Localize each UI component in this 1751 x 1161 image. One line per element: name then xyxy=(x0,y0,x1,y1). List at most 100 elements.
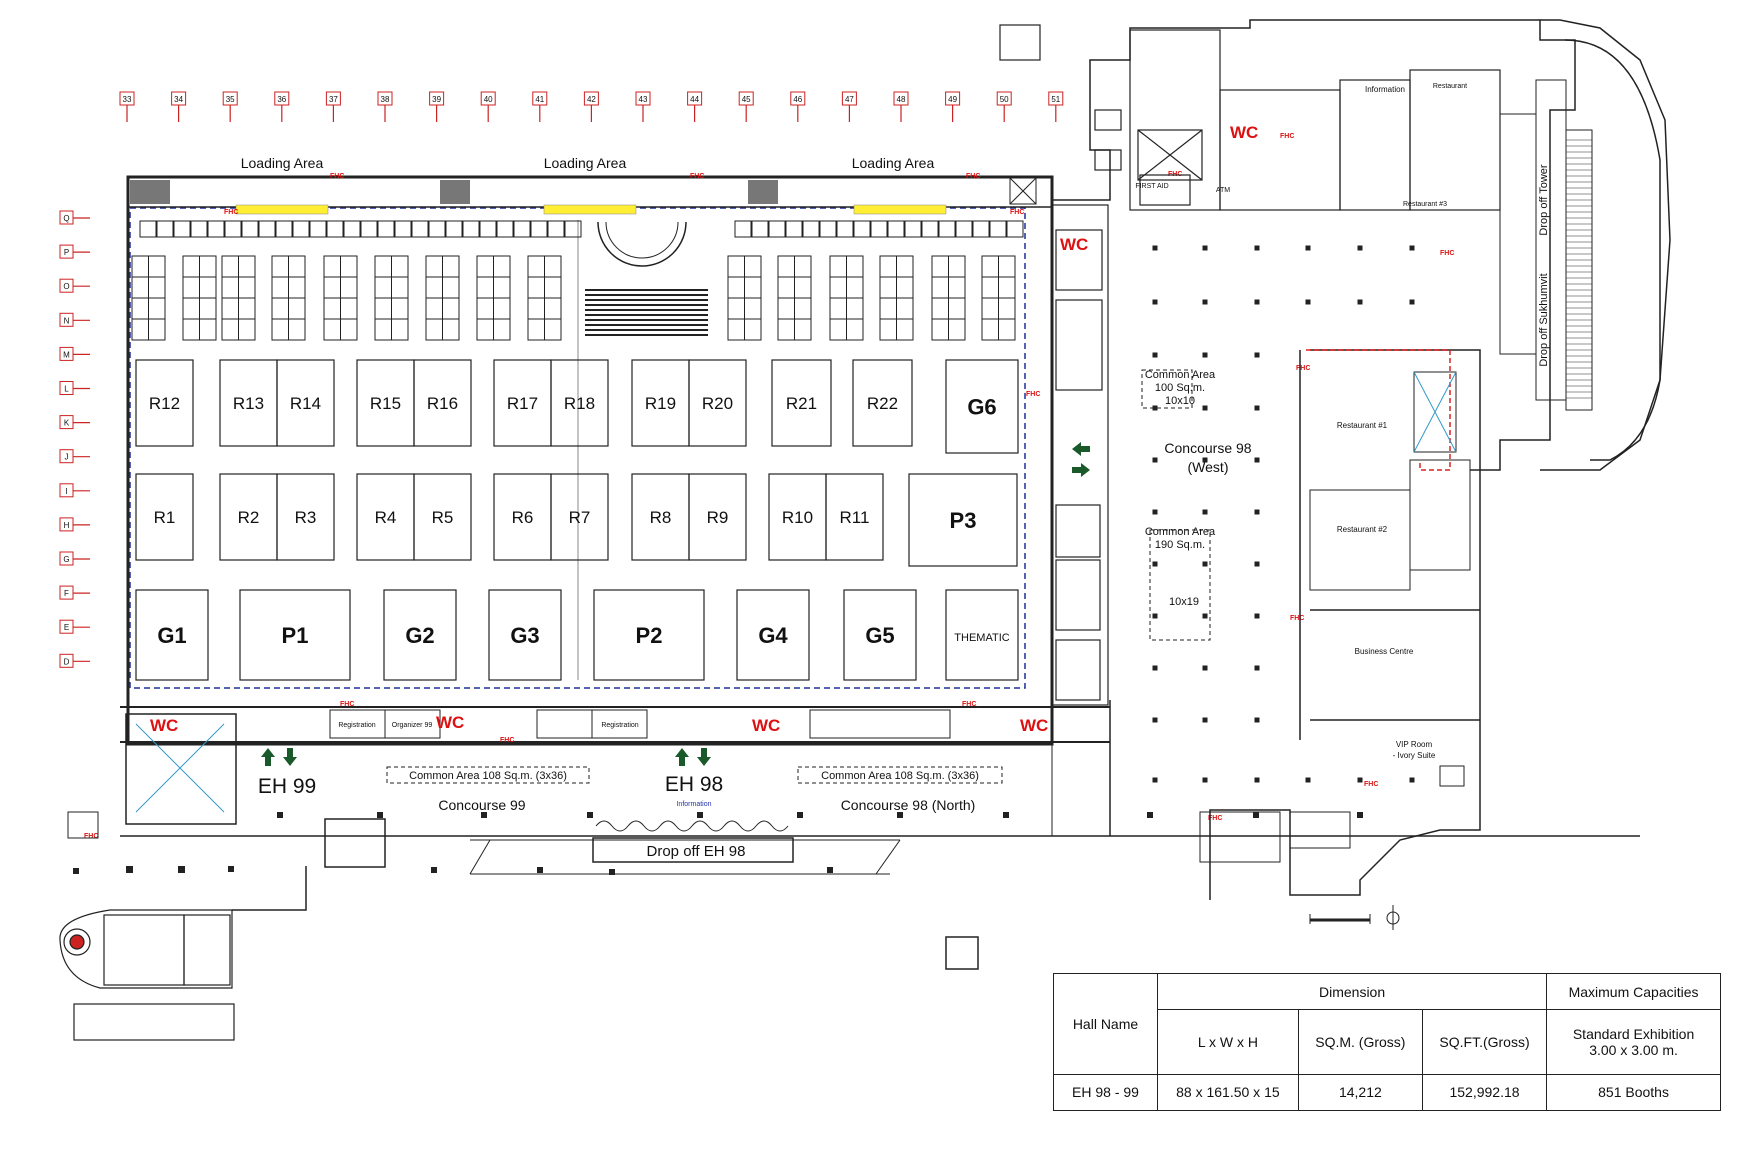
small-booth xyxy=(981,255,999,278)
small-booth xyxy=(931,276,949,299)
small-booth xyxy=(221,255,239,278)
small-booth xyxy=(207,220,225,238)
small-booth xyxy=(493,297,511,320)
booth-label-g2: G2 xyxy=(405,623,434,648)
booth-label-r21: R21 xyxy=(786,394,817,413)
small-booth xyxy=(340,297,358,320)
small-booth xyxy=(870,220,888,238)
row-marker: L xyxy=(64,385,69,394)
structural-column xyxy=(1254,717,1260,723)
small-booth xyxy=(476,318,494,341)
booth-p2 xyxy=(593,589,705,681)
column-marker: 44 xyxy=(690,95,699,104)
booth-label-r4: R4 xyxy=(375,508,397,527)
column-marker-box xyxy=(119,91,135,106)
booth-label-p1: P1 xyxy=(282,623,309,648)
booth-g3 xyxy=(488,589,562,681)
row-marker: K xyxy=(64,419,70,428)
row-marker: J xyxy=(65,453,69,462)
structural-column xyxy=(1305,777,1311,783)
booth-r22 xyxy=(852,359,913,447)
small-booth xyxy=(744,297,762,320)
small-booth xyxy=(148,318,166,341)
row-marker: I xyxy=(65,487,67,496)
std-l1: Standard Exhibition xyxy=(1572,1025,1695,1042)
wc-label: WC xyxy=(1060,235,1088,254)
structural-column xyxy=(1202,457,1208,463)
booth-label-r6: R6 xyxy=(512,508,534,527)
fhc-label: FHC xyxy=(966,173,980,180)
small-booth xyxy=(199,255,217,278)
booth-label-r16: R16 xyxy=(427,394,458,413)
structural-column xyxy=(1202,509,1208,515)
small-booth xyxy=(323,318,341,341)
column-marker-box xyxy=(325,91,341,106)
small-booth xyxy=(442,255,460,278)
booth-label-r22: R22 xyxy=(867,394,898,413)
small-booth xyxy=(271,318,289,341)
structural-column xyxy=(1253,812,1259,818)
column-marker-box xyxy=(790,91,806,106)
fhc-label: FHC xyxy=(1364,781,1378,788)
structural-column xyxy=(1254,777,1260,783)
booth-r14 xyxy=(276,359,335,447)
restaurant-interiors xyxy=(1199,371,1471,863)
small-booth xyxy=(981,318,999,341)
row-marker: D xyxy=(64,657,70,666)
small-booth xyxy=(326,220,344,238)
small-booth xyxy=(1006,220,1024,238)
column-marker: 39 xyxy=(432,95,441,104)
drop-off-lane xyxy=(469,820,901,875)
ahu-room xyxy=(324,818,386,868)
small-booth xyxy=(955,220,973,238)
fhc-label: FHC xyxy=(500,737,514,744)
structural-column xyxy=(1152,405,1158,411)
small-booth xyxy=(493,318,511,341)
column-marker-box xyxy=(222,91,238,106)
structural-column xyxy=(797,812,803,818)
booth-g5 xyxy=(843,589,917,681)
structural-column xyxy=(1409,299,1415,305)
small-booth xyxy=(442,318,460,341)
small-booth xyxy=(148,276,166,299)
small-booth xyxy=(829,276,847,299)
small-booth xyxy=(221,276,239,299)
small-booth xyxy=(148,297,166,320)
structural-column xyxy=(827,867,833,873)
small-booth xyxy=(896,297,914,320)
small-booth xyxy=(846,276,864,299)
common-area-label: Common Area 108 Sq.m. (3x36) xyxy=(821,770,979,782)
small-booth xyxy=(425,297,443,320)
small-booth xyxy=(785,220,803,238)
legend-box xyxy=(945,936,979,970)
booth-label-r5: R5 xyxy=(432,508,454,527)
common-area-100-box xyxy=(1141,369,1193,409)
small-booth xyxy=(972,220,990,238)
small-booth xyxy=(221,318,239,341)
structural-column xyxy=(697,812,703,818)
small-booth xyxy=(238,297,256,320)
small-booth xyxy=(288,297,306,320)
loading-area-label: Loading Area xyxy=(852,155,935,171)
small-booth xyxy=(182,297,200,320)
booth-g4 xyxy=(736,589,810,681)
booth-label-r10: R10 xyxy=(782,508,813,527)
small-booth xyxy=(428,220,446,238)
small-booth xyxy=(476,276,494,299)
small-booth xyxy=(340,276,358,299)
small-booth xyxy=(802,220,820,238)
common-area-box-99 xyxy=(386,766,590,784)
small-booth xyxy=(288,276,306,299)
hall-label-eh99: EH 99 xyxy=(258,775,316,798)
structural-column xyxy=(1254,352,1260,358)
small-booth xyxy=(275,220,293,238)
small-booth xyxy=(173,220,191,238)
north-arrow-icon xyxy=(1386,905,1400,930)
booth-label-r1: R1 xyxy=(154,508,176,527)
small-booth xyxy=(343,220,361,238)
small-booth xyxy=(948,276,966,299)
business-centre-label: Business Centre xyxy=(1355,647,1414,656)
small-booth xyxy=(527,276,545,299)
fhc-label: FHC xyxy=(224,209,238,216)
